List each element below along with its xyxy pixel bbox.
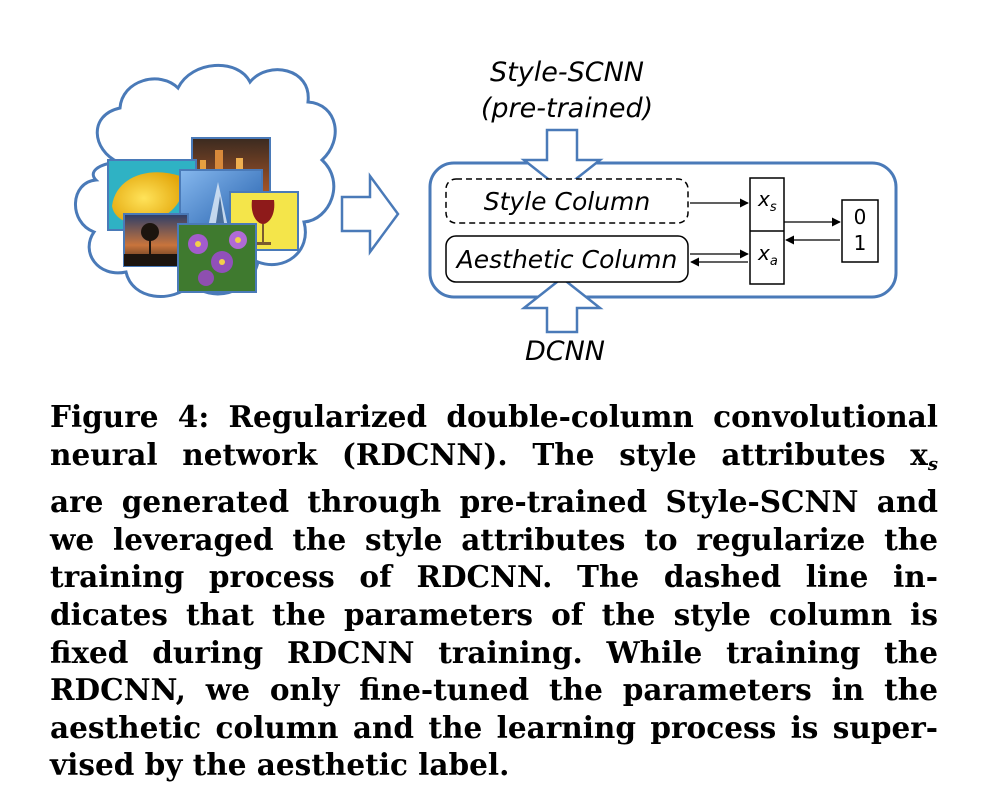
caption-line-9: aesthetic column and the learning proces… — [50, 709, 938, 745]
caption-line-5: training process of RDCNN. The dashed li… — [50, 559, 938, 595]
caption-line-10: vised by the aesthetic label. — [50, 747, 510, 783]
caption-line-1: Figure 4: Regularized double-column conv… — [50, 399, 938, 434]
figure-label: Figure 4: — [50, 399, 210, 434]
caption-line-2: neural network (RDCNN). The style attrib… — [50, 436, 938, 475]
caption-line-6: dicates that the parameters of the style… — [50, 596, 938, 632]
up-arrow-icon — [520, 276, 604, 334]
xa-label: xa — [757, 241, 778, 269]
photo-purple-flowers — [177, 223, 257, 293]
output-box — [841, 199, 879, 263]
xa-subscript: a — [770, 254, 778, 269]
style-column-label: Style Column — [484, 187, 650, 216]
output-1-label: 1 — [854, 231, 867, 255]
rdcnn-diagram: Style-SCNN (pre-trained) DCNN Style Colu… — [74, 57, 898, 367]
photo-collage — [107, 137, 299, 293]
aesthetic-column-label: Aesthetic Column — [455, 245, 678, 274]
caption-line-7: fixed during RDCNN training. While train… — [50, 634, 938, 670]
style-column-box — [445, 178, 689, 224]
figure-caption: Figure 4: Regularized double-column conv… — [50, 398, 938, 784]
xs-subscript: s — [770, 200, 777, 215]
style-scnn-label: Style-SCNN — [490, 57, 644, 88]
caption-line-3: are generated through pre-trained Style-… — [50, 484, 938, 520]
output-0-label: 0 — [854, 205, 867, 229]
xs-caption-subscript: s — [927, 453, 938, 475]
caption-line-8: RDCNN, we only fine-tuned the parameters… — [50, 672, 938, 708]
aesthetic-column-box — [445, 235, 689, 283]
pre-trained-label: (pre-trained) — [481, 93, 653, 124]
down-arrow-icon — [520, 128, 604, 192]
caption-line-4: we leveraged the style attributes to reg… — [50, 521, 938, 557]
right-arrow-icon — [340, 172, 400, 256]
xs-label: xs — [757, 187, 777, 215]
dcnn-label: DCNN — [525, 336, 605, 367]
